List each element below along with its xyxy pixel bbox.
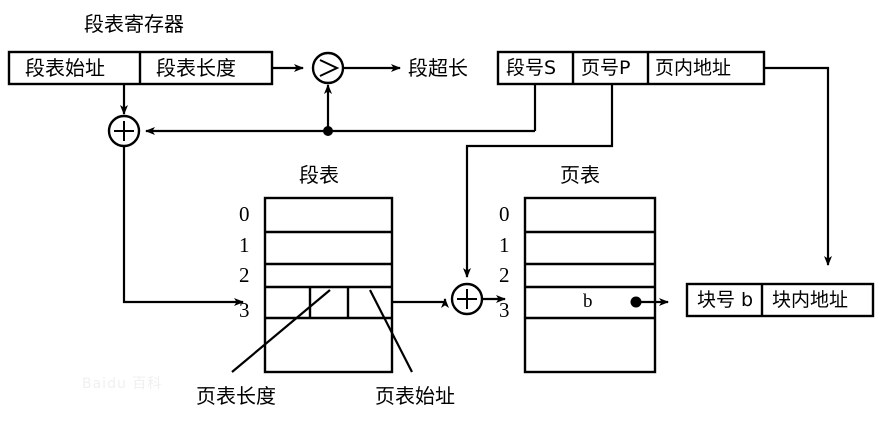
register-base-label: 段表始址 — [25, 56, 105, 80]
segment-table-index-2: 2 — [239, 263, 250, 287]
register-length-label: 段表长度 — [156, 56, 236, 80]
segment-overflow-label: 段超长 — [408, 56, 468, 80]
page-table-index-2: 2 — [499, 263, 510, 287]
segment-table-box — [263, 196, 394, 374]
segment-table-index-0: 0 — [239, 202, 250, 226]
page-table-index-0: 0 — [499, 202, 510, 226]
watermark: Baidu 百科 — [82, 376, 163, 392]
page-table-base-callout: 页表始址 — [375, 384, 455, 408]
comparator-greater-glyph — [319, 59, 340, 77]
wire-offset-to-physical-offset — [764, 66, 832, 266]
segment-table-index-3: 3 — [239, 298, 250, 322]
page-table-title: 页表 — [560, 163, 600, 187]
wire-adder-to-segment-table — [122, 146, 244, 306]
leader-page-table-base — [369, 289, 413, 373]
page-table-index-1: 1 — [499, 233, 510, 257]
physical-address-block-label: 块号 b — [697, 289, 754, 311]
page-table-length-callout: 页表长度 — [196, 384, 276, 408]
wire-segment-entry-to-page-adder — [392, 298, 449, 308]
physical-address-offset-label: 块内地址 — [772, 289, 849, 311]
segment-table-index-1: 1 — [239, 233, 250, 257]
page-table-index-3: 3 — [499, 298, 510, 322]
segment-table-register-title: 段表寄存器 — [84, 12, 184, 36]
virtual-address-page-label: 页号P — [581, 57, 631, 79]
page-table-box — [523, 196, 657, 374]
page-table-entry-value: b — [583, 291, 593, 312]
leader-page-table-length — [231, 289, 331, 373]
junction-dot-page-entry — [630, 296, 642, 308]
wire-pageno-to-page-adder — [463, 84, 614, 278]
virtual-address-offset-label: 页内地址 — [655, 57, 732, 79]
physical-address-box — [685, 282, 875, 318]
virtual-address-segment-label: 段号S — [506, 57, 557, 79]
junction-dot-segno-bus — [323, 126, 333, 136]
segment-table-title: 段表 — [299, 163, 339, 187]
